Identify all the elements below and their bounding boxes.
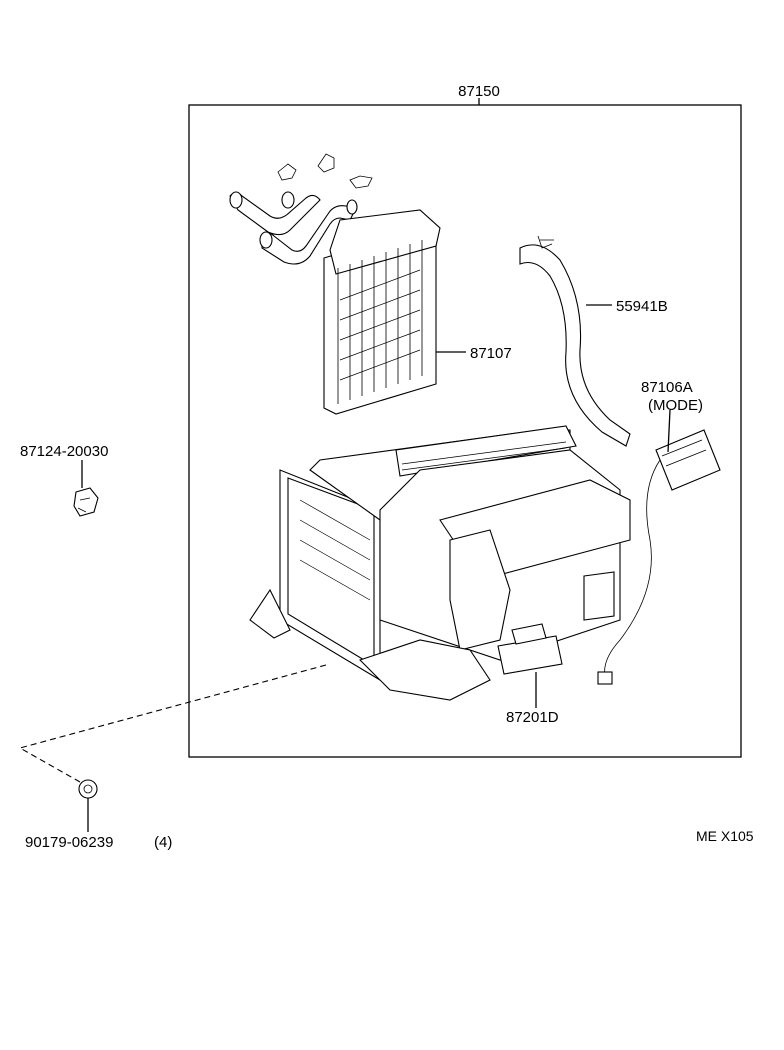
hose: [519, 235, 631, 447]
nut-dashed-leader: [18, 664, 327, 783]
nut: [78, 779, 98, 832]
label-damper-servo: 87201D: [506, 709, 559, 726]
label-clip: 87124-20030: [20, 443, 108, 460]
hose-clamps: [277, 153, 373, 189]
label-nut: 90179-06239: [25, 834, 113, 851]
label-mode-servo-note: (MODE): [648, 397, 703, 414]
label-nut-qty: (4): [154, 834, 172, 851]
label-mode-servo: 87106A: [641, 379, 693, 396]
assembly-frame: [188, 104, 742, 758]
heater-case: [249, 425, 631, 701]
heater-core: [323, 209, 466, 415]
label-diagram-code: ME X105: [696, 828, 754, 844]
heater-pipes: [229, 191, 358, 265]
clip: [73, 460, 99, 517]
label-assembly: 87150: [458, 83, 500, 100]
damper-servo: [497, 623, 563, 708]
label-hose: 55941B: [616, 298, 668, 315]
mode-servo: [597, 409, 721, 685]
label-heater-core: 87107: [470, 345, 512, 362]
